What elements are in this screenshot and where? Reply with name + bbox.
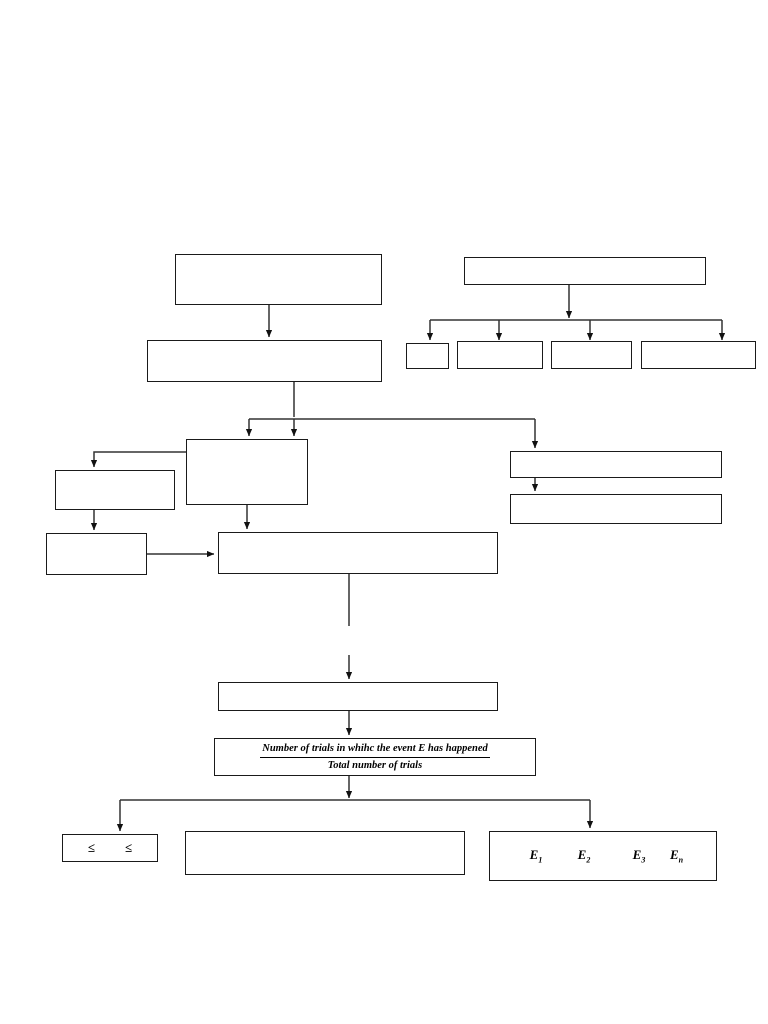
node-box-3[interactable]	[464, 257, 706, 285]
less-than-or-equal-icon-right: ≤	[125, 840, 133, 855]
node-box-4[interactable]	[406, 343, 449, 369]
node-box-13[interactable]	[510, 494, 722, 524]
probability-range-box[interactable]: ≤ ≤	[62, 834, 158, 862]
event-item-n: En	[670, 847, 684, 865]
node-box-11[interactable]	[218, 532, 498, 574]
node-box-12[interactable]	[510, 451, 722, 478]
events-row: E1 E2 E3 En	[490, 847, 716, 865]
node-box-10[interactable]	[46, 533, 147, 575]
probability-fraction: Number of trials in whihc the event E ha…	[260, 742, 490, 772]
node-box-15[interactable]	[185, 831, 465, 875]
less-than-or-equal-icon-left: ≤	[87, 840, 95, 855]
node-box-6[interactable]	[551, 341, 632, 369]
event-item-1: E1	[529, 847, 543, 865]
node-box-8[interactable]	[186, 439, 308, 505]
fraction-denominator: Total number of trials	[327, 759, 423, 771]
node-box-9[interactable]	[55, 470, 175, 510]
events-list-box[interactable]: E1 E2 E3 En	[489, 831, 717, 881]
relative-frequency-formula-box[interactable]: Number of trials in whihc the event E ha…	[214, 738, 536, 776]
inequality-expression: ≤ ≤	[88, 840, 132, 856]
node-box-14[interactable]	[218, 682, 498, 711]
node-box-2[interactable]	[147, 340, 382, 382]
node-box-1[interactable]	[175, 254, 382, 305]
event-item-3: E3	[632, 847, 646, 865]
event-item-2: E2	[577, 847, 591, 865]
fraction-numerator: Number of trials in whihc the event E ha…	[260, 742, 490, 758]
node-box-7[interactable]	[641, 341, 756, 369]
node-box-5[interactable]	[457, 341, 543, 369]
